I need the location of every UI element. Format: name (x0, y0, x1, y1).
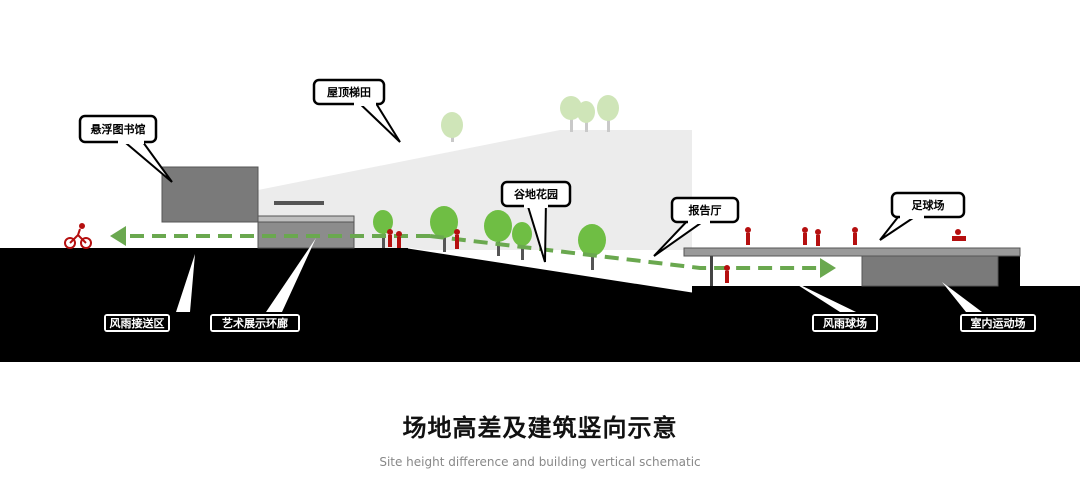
ground-label-gallery: 艺术展示环廊 (210, 238, 316, 332)
valley-slope-edge (407, 247, 693, 293)
circulation-arrow-right (820, 258, 836, 278)
callout-football-field-label: 足球场 (912, 198, 945, 212)
callout-valley-garden: 谷地花园 (500, 180, 572, 263)
ground-label-indoor-sports: 室内运动场 (942, 282, 1036, 332)
callout-lecture-hall-label: 报告厅 (689, 203, 722, 217)
circulation-path-valley (429, 234, 820, 270)
callout-football-field: 足球场 (879, 191, 966, 241)
callout-lecture-hall: 报告厅 (653, 196, 740, 257)
court-post (710, 256, 713, 286)
floating-library-building (161, 166, 259, 223)
people-figures (64, 223, 966, 283)
callout-roof-terraces-label: 屋顶梯田 (327, 85, 371, 99)
indoor-sports-building (861, 255, 999, 287)
valley-trees (373, 206, 606, 270)
ground-label-indoor-sports-text: 室内运动场 (971, 316, 1026, 330)
callout-valley-garden-label: 谷地花园 (514, 187, 558, 201)
diagram-subtitle: Site height difference and building vert… (379, 455, 701, 469)
ground-label-dropoff: 风雨接送区 (104, 254, 195, 332)
callout-roof-terraces: 屋顶梯田 (312, 78, 401, 143)
ground-label-covered-court-text: 风雨球场 (823, 316, 867, 330)
ground-label-covered-court: 风雨球场 (790, 280, 878, 332)
gallery-building-top (257, 215, 355, 223)
callout-library-label: 悬浮图书馆 (90, 122, 146, 136)
covered-court-void (692, 256, 862, 286)
ground-label-dropoff-text: 风雨接送区 (110, 316, 165, 330)
football-field-deck (683, 247, 1021, 257)
faded-trees (441, 95, 619, 142)
diagram-title: 场地高差及建筑竖向示意 (402, 414, 678, 442)
library-roof-slab (274, 201, 324, 205)
callout-library: 悬浮图书馆 (78, 114, 173, 183)
ground-label-gallery-text: 艺术展示环廊 (222, 316, 288, 330)
circulation-arrow-left (110, 226, 126, 246)
roof-terrace-plane (258, 130, 692, 250)
